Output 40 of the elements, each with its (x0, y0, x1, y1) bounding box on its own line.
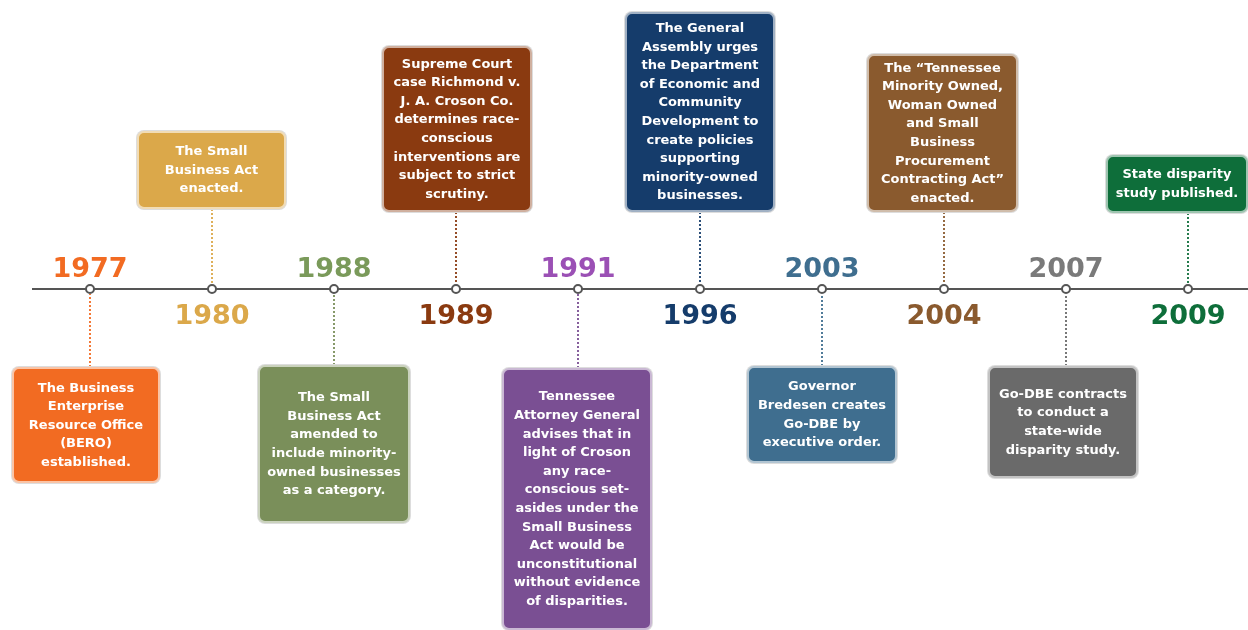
year-label: 1977 (51, 253, 129, 283)
leader-line (1187, 212, 1189, 285)
leader-line (1065, 293, 1067, 367)
timeline-dot (451, 284, 461, 294)
event-box: The General Assembly urges the Department of Economic and Community Development to create policies supporting minority-owned businesses. (625, 12, 775, 212)
timeline-dot (573, 284, 583, 294)
leader-line (821, 293, 823, 367)
timeline-dot (207, 284, 217, 294)
leader-line (333, 293, 335, 366)
event-box: The Business Enterprise Resource Office (BERO) established. (12, 367, 160, 483)
event-box: Tennessee Attorney General advises that in light of Croson any race-conscious set-asides under the Small Business Act would be unconstitutional without evidence of disparities. (502, 368, 652, 630)
event-box: The “Tennessee Minority Owned, Woman Owned and Small Business Procurement Contracting Act” enacted. (867, 54, 1018, 212)
timeline-dot (1183, 284, 1193, 294)
event-box: State disparity study published. (1106, 155, 1248, 213)
leader-line (89, 293, 91, 368)
year-label: 2007 (1027, 253, 1105, 283)
event-box: The Small Business Act enacted. (137, 131, 286, 209)
leader-line (455, 211, 457, 285)
timeline-dot (695, 284, 705, 294)
event-box: Governor Bredesen creates Go-DBE by executive order. (747, 366, 897, 463)
leader-line (577, 293, 579, 369)
leader-line (211, 208, 213, 285)
leader-line (943, 211, 945, 285)
event-box: Supreme Court case Richmond v. J. A. Croson Co. determines race-conscious interventions are subject to strict scrutiny. (382, 46, 532, 212)
timeline-dot (329, 284, 339, 294)
event-box: Go-DBE contracts to conduct a state-wide disparity study. (988, 366, 1138, 478)
timeline-dot (1061, 284, 1071, 294)
year-label: 2009 (1149, 300, 1227, 330)
timeline-dot (85, 284, 95, 294)
year-label: 1996 (661, 300, 739, 330)
event-box: The Small Business Act amended to include minority-owned businesses as a category. (258, 365, 410, 523)
year-label: 1980 (173, 300, 251, 330)
timeline-dot (939, 284, 949, 294)
year-label: 2003 (783, 253, 861, 283)
leader-line (699, 211, 701, 285)
year-label: 2004 (905, 300, 983, 330)
timeline-dot (817, 284, 827, 294)
year-label: 1989 (417, 300, 495, 330)
year-label: 1988 (295, 253, 373, 283)
year-label: 1991 (539, 253, 617, 283)
